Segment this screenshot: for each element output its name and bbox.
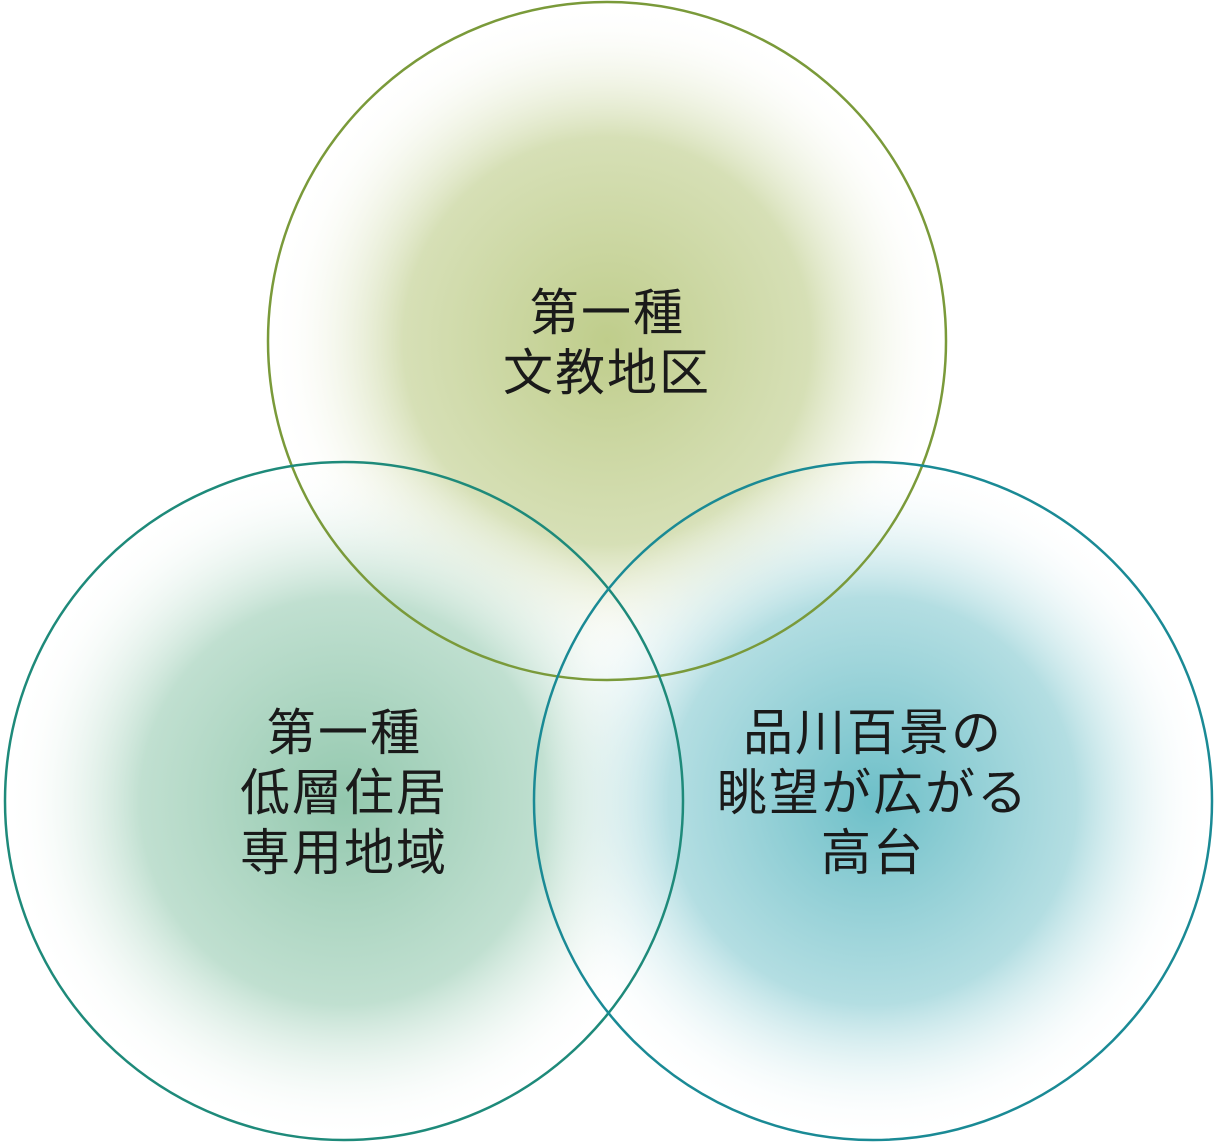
label-right-line-3: 高台 [821, 824, 925, 882]
label-left-line-2: 低層住居 [240, 764, 448, 822]
label-left: 第一種 低層住居 専用地域 [240, 703, 448, 883]
label-right-line-1: 品川百景の [743, 704, 1003, 762]
label-top-line-1: 第一種 [529, 284, 685, 342]
label-left-line-1: 第一種 [266, 704, 422, 762]
label-right-line-2: 眺望が広がる [717, 764, 1029, 822]
circle-top-outline [266, 0, 948, 682]
label-top-line-2: 文教地区 [503, 344, 711, 402]
label-top: 第一種 文教地区 [503, 283, 711, 403]
circle-left-outline [3, 460, 685, 1142]
label-right: 品川百景の 眺望が広がる 高台 [717, 703, 1029, 883]
label-left-line-3: 専用地域 [240, 824, 448, 882]
circle-right-fill [534, 462, 1212, 1140]
circle-right-outline [532, 460, 1214, 1142]
circle-left-fill [5, 462, 683, 1140]
